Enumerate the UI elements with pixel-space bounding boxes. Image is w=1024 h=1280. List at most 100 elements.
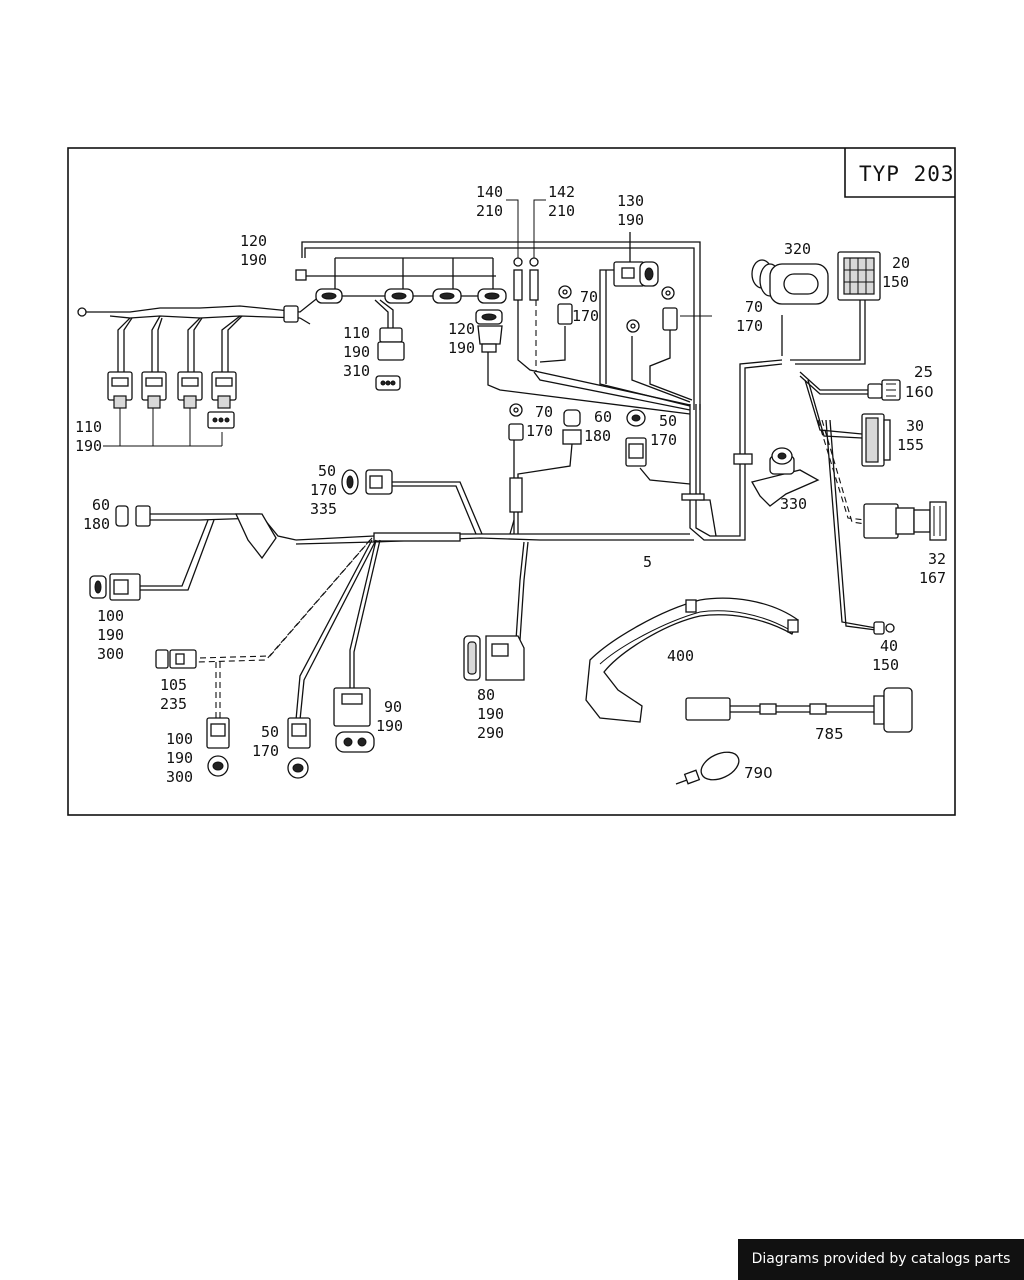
- callout-labels: 120 190 140 210 142 210 130 190 320 20 1…: [75, 183, 946, 786]
- callout-100-b-line2: 190: [166, 749, 193, 767]
- wire-clip: [681, 493, 705, 501]
- callout-105-line2: 235: [160, 695, 187, 713]
- callout-40-line1: 40: [880, 637, 898, 655]
- connector-105: [155, 649, 197, 669]
- callout-70-right-line2: 170: [736, 317, 763, 335]
- callout-110-left-line2: 190: [75, 437, 102, 455]
- callout-90-line1: 90: [384, 698, 402, 716]
- callout-120-mid-line2: 190: [448, 339, 475, 357]
- cable-channel-400: [585, 597, 799, 723]
- terminals-140-142: [513, 257, 539, 301]
- callout-40-line2: 150: [872, 656, 899, 674]
- callout-80-line1: 80: [477, 686, 495, 704]
- sensor-70-b: [508, 403, 524, 441]
- connector-50-335: [341, 469, 393, 495]
- callout-50-335-line3: 335: [310, 500, 337, 518]
- connector-60-mid: [562, 409, 582, 445]
- callout-60-left-line1: 60: [92, 496, 110, 514]
- callout-20-line1: 20: [892, 254, 910, 272]
- components: [77, 251, 947, 785]
- wire-sleeve: [509, 477, 523, 513]
- callout-50-335-line2: 170: [310, 481, 337, 499]
- connector-20: [837, 251, 881, 301]
- callout-5: 5: [643, 553, 652, 571]
- diagram-frame: [67, 147, 956, 816]
- connector-100-a: [89, 573, 141, 601]
- callout-70-a-line2: 170: [572, 307, 599, 325]
- callout-60-mid-line1: 60: [594, 408, 612, 426]
- injector-plugs: [107, 371, 237, 429]
- connector-50-mid: [625, 409, 647, 467]
- callout-330: 330: [780, 495, 807, 513]
- callout-30-line2: 155: [897, 436, 924, 454]
- connector-32: [863, 501, 947, 541]
- cable-tie-790: [675, 751, 740, 785]
- callout-790: 790: [744, 764, 773, 782]
- callout-110-310-line1: 110: [343, 324, 370, 342]
- sensor-70-a: [557, 285, 573, 325]
- callout-110-left-line1: 110: [75, 418, 102, 436]
- callout-105-line1: 105: [160, 676, 187, 694]
- connector-50-bottom: [287, 717, 311, 779]
- grommet-320: [751, 259, 829, 305]
- callout-100-a-line3: 300: [97, 645, 124, 663]
- callout-80-line3: 290: [477, 724, 504, 742]
- type-box: TYP 203: [844, 148, 955, 198]
- switch-30: [861, 413, 891, 467]
- connector-100-b: [206, 717, 230, 777]
- callout-785: 785: [815, 725, 844, 743]
- callout-90-line2: 190: [376, 717, 403, 735]
- callout-32-line1: 32: [928, 550, 946, 568]
- callout-70-right-line1: 70: [745, 298, 763, 316]
- callout-70-a-line1: 70: [580, 288, 598, 306]
- connector-90: [333, 687, 375, 753]
- callout-80-line2: 190: [477, 705, 504, 723]
- callout-100-a-line1: 100: [97, 607, 124, 625]
- harness-sleeve: [373, 532, 461, 542]
- callout-70-b-line1: 70: [535, 403, 553, 421]
- callout-100-a-line2: 190: [97, 626, 124, 644]
- connector-120-mid: [475, 309, 503, 353]
- type-label: TYP 203: [859, 162, 955, 186]
- callout-320: 320: [784, 240, 811, 258]
- callout-130-line2: 190: [617, 211, 644, 229]
- callout-100-b-line1: 100: [166, 730, 193, 748]
- callout-142-line2: 210: [548, 202, 575, 220]
- callout-60-mid-line2: 180: [584, 427, 611, 445]
- callout-50-bottom-line2: 170: [252, 742, 279, 760]
- terminal-40: [873, 621, 895, 635]
- callout-140-line1: 140: [476, 183, 503, 201]
- attribution-footer: Diagrams provided by catalogs parts: [738, 1239, 1024, 1280]
- callout-400: 400: [667, 647, 694, 665]
- callout-20-line2: 150: [882, 273, 909, 291]
- connector-110: [375, 327, 405, 391]
- callout-32-line2: 167: [919, 569, 946, 587]
- callout-25-line1: 25: [914, 363, 933, 381]
- callout-142-line1: 142: [548, 183, 575, 201]
- callout-70-b-line2: 170: [526, 422, 553, 440]
- bracket-330: [751, 447, 820, 507]
- adapter-harness-785: [685, 687, 913, 733]
- inline-connectors-row: [283, 269, 507, 323]
- harness-wires: [84, 199, 877, 721]
- callout-130-line1: 130: [617, 192, 644, 210]
- wire-grommet: [733, 453, 753, 465]
- connector-25: [867, 379, 901, 401]
- callout-140-line2: 210: [476, 202, 503, 220]
- callout-50-bottom-line1: 50: [261, 723, 279, 741]
- ring-terminal: [77, 307, 87, 317]
- connector-60-left: [115, 505, 151, 527]
- callout-120-mid-line1: 120: [448, 320, 475, 338]
- relay-130: [613, 261, 678, 333]
- connector-80: [463, 635, 525, 681]
- callout-25-line2: 160: [905, 383, 934, 401]
- callout-50-mid-line2: 170: [650, 431, 677, 449]
- callout-60-left-line2: 180: [83, 515, 110, 533]
- callout-120-190-top-line1: 120: [240, 232, 267, 250]
- callout-110-310-line2: 190: [343, 343, 370, 361]
- callout-100-b-line3: 300: [166, 768, 193, 786]
- callout-50-mid-line1: 50: [659, 412, 677, 430]
- callout-120-190-top-line2: 190: [240, 251, 267, 269]
- callout-110-310-line3: 310: [343, 362, 370, 380]
